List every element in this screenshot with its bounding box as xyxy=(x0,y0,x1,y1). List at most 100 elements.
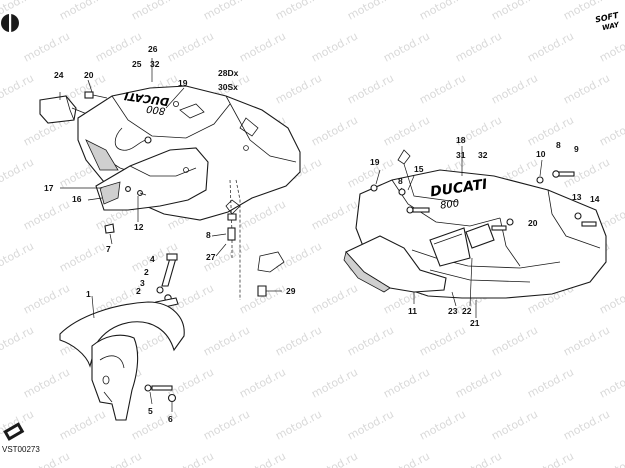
watermark-text: motod.ru xyxy=(237,29,288,64)
callout-c8b: 8 xyxy=(398,176,403,186)
callout-c19a: 19 xyxy=(178,78,188,88)
watermark-text: motod.ru xyxy=(525,29,576,64)
callout-c23: 23 xyxy=(448,306,458,316)
watermark-text: motod.ru xyxy=(237,365,288,400)
watermark-text: motod.ru xyxy=(201,323,252,358)
callout-c14: 14 xyxy=(590,194,600,204)
watermark-text: motod.ru xyxy=(57,0,108,23)
callout-c2b: 2 xyxy=(136,286,141,296)
watermark-text: motod.ru xyxy=(21,365,72,400)
watermark-text: motod.ru xyxy=(345,323,396,358)
callout-c25: 25 xyxy=(132,59,142,69)
watermark-text: motod.ru xyxy=(165,449,216,468)
watermark-text: motod.ru xyxy=(345,0,396,23)
watermark-text: motod.ru xyxy=(0,323,36,358)
watermark-text: motod.ru xyxy=(597,281,625,316)
left-decal: DUCATI xyxy=(123,89,170,108)
watermark-text: motod.ru xyxy=(273,407,324,442)
watermark-text: motod.ru xyxy=(381,449,432,468)
watermark-text: motod.ru xyxy=(525,113,576,148)
watermark-text: motod.ru xyxy=(129,407,180,442)
watermark-text: motod.ru xyxy=(237,449,288,468)
watermark-text: motod.ru xyxy=(129,0,180,23)
corner-logo-icon xyxy=(1,13,19,33)
watermark-text: motod.ru xyxy=(417,407,468,442)
small-hardware-4-3-2 xyxy=(155,253,179,309)
right-fasteners xyxy=(370,149,597,231)
callout-c6: 6 xyxy=(168,414,173,424)
watermark-text: motod.ru xyxy=(273,71,324,106)
watermark-text: motod.ru xyxy=(309,197,360,232)
callout-c30sx: 30Sx xyxy=(218,82,238,92)
side-cover-part xyxy=(95,147,209,211)
callout-c29: 29 xyxy=(286,286,296,296)
watermark-text: motod.ru xyxy=(597,449,625,468)
callout-c22: 22 xyxy=(462,306,472,316)
right-decal-brand: DUCATI xyxy=(429,177,488,201)
callout-c12: 12 xyxy=(134,222,144,232)
callout-c32a: 32 xyxy=(150,59,160,69)
fastener-clips xyxy=(125,186,147,196)
watermark-text: motod.ru xyxy=(453,365,504,400)
watermark-text: motod.ru xyxy=(201,0,252,23)
callout-c10: 10 xyxy=(536,149,546,159)
leader-lines xyxy=(59,58,543,412)
watermark-text: motod.ru xyxy=(57,407,108,442)
watermark-text: motod.ru xyxy=(57,239,108,274)
watermark-text: motod.ru xyxy=(561,323,612,358)
watermark-text: motod.ru xyxy=(597,365,625,400)
callout-c16: 16 xyxy=(72,194,82,204)
watermark-text: motod.ru xyxy=(489,323,540,358)
watermark-text: motod.ru xyxy=(309,365,360,400)
callout-c24: 24 xyxy=(54,70,64,80)
watermark-text: motod.ru xyxy=(21,29,72,64)
watermark-text: motod.ru xyxy=(417,323,468,358)
watermark-text: motod.ru xyxy=(453,29,504,64)
watermark-text: motod.ru xyxy=(489,71,540,106)
callout-c17: 17 xyxy=(44,183,54,193)
callout-c3: 3 xyxy=(140,278,145,288)
watermark-text: motod.ru xyxy=(381,365,432,400)
watermark-text: motod.ru xyxy=(381,113,432,148)
callout-c2a: 2 xyxy=(144,267,149,277)
watermark-text: motod.ru xyxy=(525,449,576,468)
callout-c19b: 19 xyxy=(370,157,380,167)
drawing-code: VST00273 xyxy=(2,445,40,454)
watermark-text: motod.ru xyxy=(417,71,468,106)
watermark-text: motod.ru xyxy=(273,323,324,358)
book-badge-icon xyxy=(3,422,25,441)
watermark-text: motod.ru xyxy=(0,239,36,274)
brand-mark: SOFT WAY xyxy=(594,11,620,33)
watermark-text: motod.ru xyxy=(273,0,324,23)
callout-c15: 15 xyxy=(414,164,424,174)
watermark-text: motod.ru xyxy=(597,29,625,64)
watermark-text: motod.ru xyxy=(597,113,625,148)
callout-c27: 27 xyxy=(206,252,216,262)
watermark-text: motod.ru xyxy=(309,449,360,468)
callout-c21: 21 xyxy=(470,318,480,328)
callout-c31: 31 xyxy=(456,150,466,160)
watermark-text: motod.ru xyxy=(21,281,72,316)
watermark-text: motod.ru xyxy=(345,407,396,442)
callout-c1: 1 xyxy=(86,289,91,299)
rear-light-housing-part xyxy=(429,223,495,267)
under-tray-part xyxy=(343,235,447,293)
watermark-text: motod.ru xyxy=(309,29,360,64)
callout-c8a: 8 xyxy=(206,230,211,240)
watermark-text: motod.ru xyxy=(525,365,576,400)
callout-c7: 7 xyxy=(106,244,111,254)
tail-light-part xyxy=(39,95,93,124)
watermark-text: motod.ru xyxy=(561,407,612,442)
watermark-text: motod.ru xyxy=(345,71,396,106)
watermark-text: motod.ru xyxy=(561,71,612,106)
watermark-text: motod.ru xyxy=(309,113,360,148)
watermark-text: motod.ru xyxy=(0,155,36,190)
callout-c9: 9 xyxy=(574,144,579,154)
watermark-text: motod.ru xyxy=(381,29,432,64)
callout-c20a: 20 xyxy=(84,70,94,80)
callout-c32b: 32 xyxy=(478,150,488,160)
callout-c5: 5 xyxy=(148,406,153,416)
